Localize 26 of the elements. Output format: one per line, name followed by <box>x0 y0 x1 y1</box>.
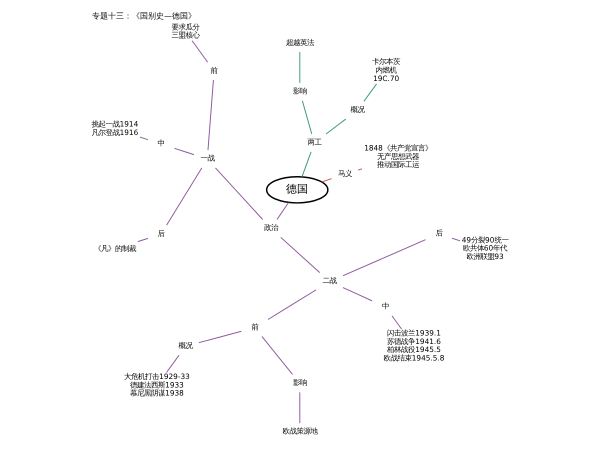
connector <box>192 40 208 63</box>
connector <box>342 239 426 276</box>
connector <box>302 151 312 178</box>
connector <box>342 287 373 302</box>
connector <box>214 167 264 220</box>
connector <box>358 168 362 171</box>
connector <box>139 136 148 140</box>
connector <box>321 178 332 182</box>
connector <box>326 118 346 135</box>
connector <box>137 238 148 242</box>
node-ellipse: 德国 <box>266 176 329 204</box>
connector <box>261 336 294 375</box>
connector <box>363 83 378 102</box>
connector <box>302 100 312 135</box>
connector <box>299 392 300 424</box>
connector <box>174 148 194 156</box>
connector <box>392 315 402 330</box>
connector <box>299 52 300 84</box>
connector <box>276 202 290 220</box>
connector <box>452 238 461 242</box>
connector <box>198 330 242 344</box>
connector <box>268 289 317 320</box>
connector <box>280 236 320 274</box>
connector <box>208 80 214 151</box>
connector <box>166 354 180 373</box>
connector <box>166 167 202 226</box>
